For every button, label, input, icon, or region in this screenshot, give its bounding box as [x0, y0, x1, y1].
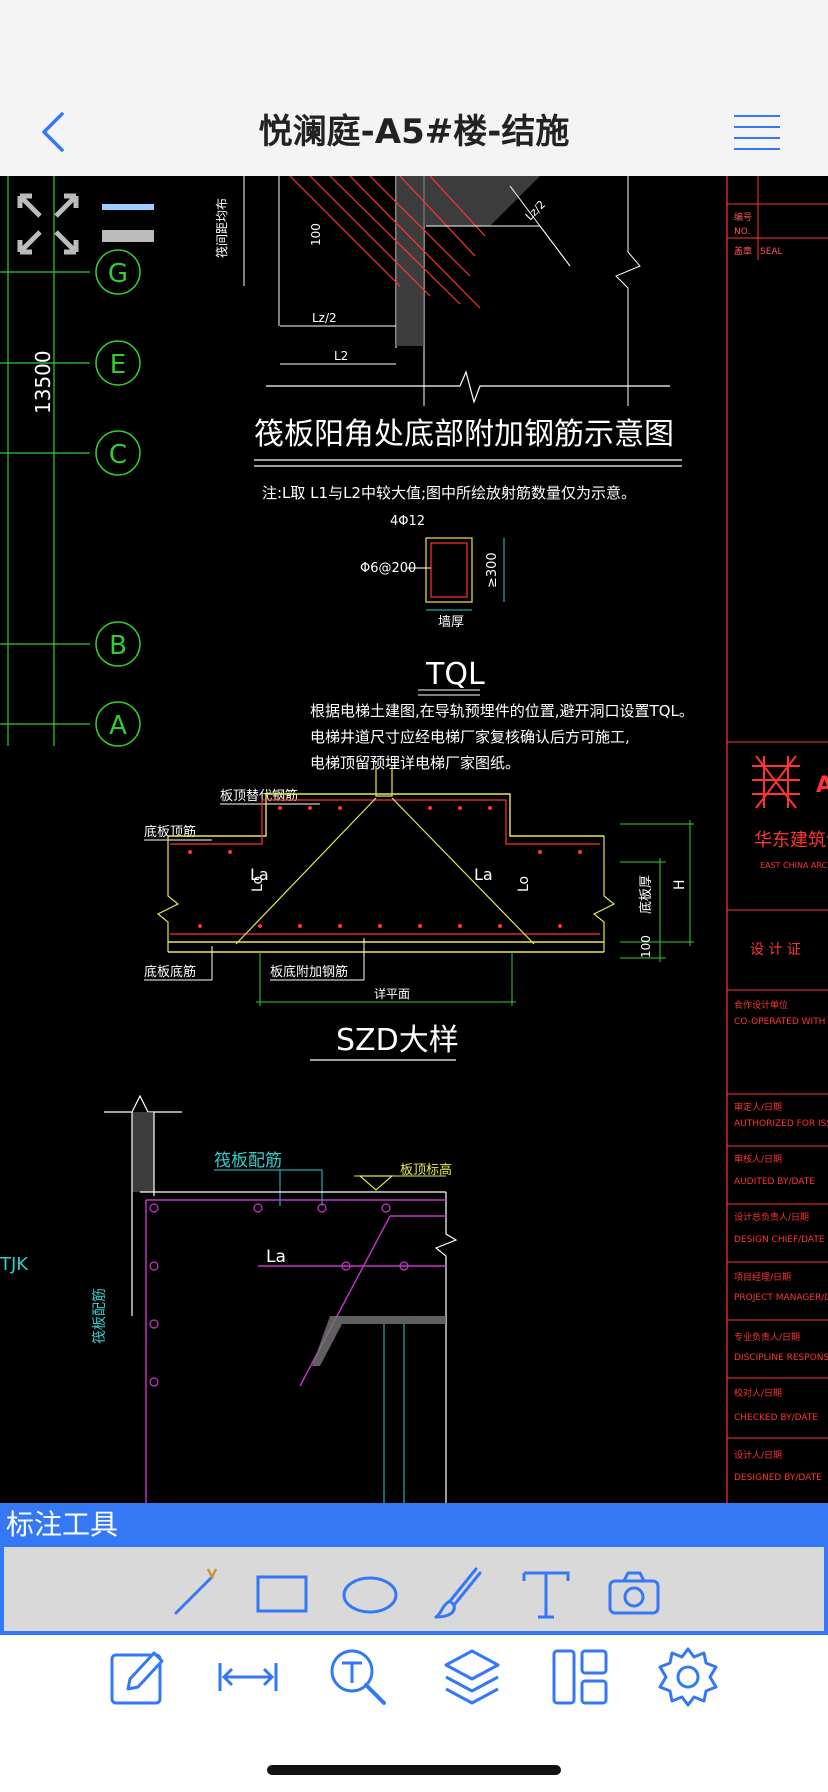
szd-lo-right: Lo	[516, 876, 532, 892]
tql-stirrup: Φ6@200	[360, 561, 416, 576]
axis-bubble-g: G	[95, 249, 141, 295]
dim-100-label: 100	[309, 223, 323, 246]
annotation-tools-bar	[4, 1547, 824, 1631]
back-chevron-icon[interactable]	[34, 108, 74, 156]
navigation-bar: 悦澜庭-A5#楼-结施	[0, 0, 828, 177]
szd-bottom-bottom-label: 底板底筋	[144, 964, 196, 980]
szd-pit-label: 详平面	[374, 986, 410, 1001]
tb-check: CHECKED BY/DATE	[734, 1413, 818, 1423]
tql-top-rebar: 4Φ12	[390, 514, 425, 529]
text-tool-icon[interactable]	[516, 1561, 576, 1621]
ellipse-tool-icon[interactable]	[340, 1561, 400, 1621]
tql-detail: 4Φ12 Φ6@200 ≥300 墙厚 TQL 根据电梯土建图,在导轨预埋件的位…	[310, 514, 694, 772]
tb-chief-cn: 设计总负责人/日期	[734, 1211, 809, 1223]
szd-title: SZD大样	[336, 1023, 459, 1058]
szd-add-rebar-label: 板底附加钢筋	[270, 964, 348, 980]
axis-bubble-a: A	[95, 701, 141, 747]
raft-la-label: La	[266, 1247, 286, 1267]
tb-disc-cn: 专业负责人/日期	[734, 1331, 800, 1343]
layout-icon[interactable]	[548, 1645, 612, 1709]
axis-grid	[0, 176, 90, 746]
settings-gear-icon[interactable]	[656, 1645, 720, 1709]
tql-note-1: 根据电梯土建图,在导轨预埋件的位置,避开洞口设置TQL。	[310, 702, 694, 720]
tb-check-cn: 校对人/日期	[734, 1387, 782, 1399]
szd-h-label: H	[672, 879, 688, 890]
raft-top-elev-label: 板顶标高	[400, 1162, 452, 1178]
text-search-icon[interactable]	[326, 1645, 390, 1709]
szd-detail: 板顶替代钢筋 底板顶筋 La La Lo Lo	[144, 766, 694, 1061]
brush-tool-icon[interactable]	[428, 1561, 488, 1621]
rectangle-tool-icon[interactable]	[252, 1561, 312, 1621]
dimension-13500: 13500	[31, 350, 55, 414]
tb-pm-cn: 项目经理/日期	[734, 1271, 791, 1283]
tb-company-name: 华东建筑设	[754, 830, 828, 851]
tb-auth-cn: 审定人/日期	[734, 1101, 782, 1113]
view-toggle-icon[interactable]	[102, 204, 154, 242]
axis-label-b: B	[109, 631, 127, 661]
tb-seal: SEAL	[760, 247, 783, 257]
axis-label-c: C	[109, 440, 127, 470]
tjk-label: TJK	[0, 1254, 29, 1275]
tb-design-cn: 设计人/日期	[734, 1449, 782, 1461]
title-block: 编号 NO. 盖章 SEAL A 华东建筑设 EAST CHINA ARC 设 …	[726, 176, 828, 1503]
tb-no-cn: 编号	[734, 211, 752, 223]
axis-label-e: E	[110, 350, 126, 380]
edit-icon[interactable]	[106, 1645, 170, 1709]
tb-company-en: EAST CHINA ARC	[760, 861, 828, 870]
svg-text:A: A	[816, 773, 828, 798]
menu-icon[interactable]	[732, 112, 782, 152]
measure-icon[interactable]	[216, 1645, 280, 1709]
raft-rebar-label: 筏板配筋	[214, 1151, 282, 1171]
szd-la-left: La	[250, 865, 269, 884]
tb-auth: AUTHORIZED FOR ISSUE B	[734, 1119, 828, 1129]
tb-pm: PROJECT MANAGER/DATE	[734, 1293, 828, 1303]
annotation-tools-header: 标注工具	[0, 1503, 828, 1547]
tb-no: NO.	[734, 227, 750, 237]
raft-detail: 筏板配筋 板顶标高 La 筏板配筋 TJK	[0, 1094, 458, 1503]
tb-cert: 设 计 证	[750, 942, 801, 958]
tql-wall-label: 墙厚	[438, 615, 464, 630]
axis-bubble-b: B	[95, 621, 141, 667]
axis-bubble-e: E	[95, 340, 141, 386]
szd-bottom-top-label: 底板顶筋	[144, 824, 196, 840]
fullscreen-icon[interactable]	[17, 193, 79, 255]
camera-tool-icon[interactable]	[604, 1561, 664, 1621]
tb-audit: AUDITED BY/DATE	[734, 1177, 815, 1187]
cad-drawing-canvas[interactable]: G E C B A 13500	[0, 176, 828, 1503]
page-title: 悦澜庭-A5#楼-结施	[258, 112, 570, 152]
annotation-tools-panel	[0, 1547, 828, 1635]
tb-design: DESIGNED BY/DATE	[734, 1473, 822, 1483]
szd-lo-left: Lo	[250, 876, 266, 892]
tb-coop-cn: 合作设计单位	[734, 999, 788, 1011]
szd-la-right: La	[474, 865, 493, 884]
lz-dim-angled: Lz/2	[523, 198, 548, 223]
tql-note-2: 电梯井道尺寸应经电梯厂家复核确认后方可施工,	[310, 728, 630, 746]
tb-coop: CO-OPERATED WITH	[734, 1017, 825, 1027]
szd-100-label: 100	[639, 935, 653, 958]
company-logo: A	[752, 755, 828, 809]
layers-icon[interactable]	[440, 1645, 504, 1709]
tb-audit-cn: 审核人/日期	[734, 1153, 782, 1165]
tb-chief: DESIGN CHIEF/DATE	[734, 1235, 825, 1245]
line-tool-icon[interactable]	[166, 1561, 226, 1621]
corner-detail: 筏间距均布 100 Lz/2 Lz/2	[215, 176, 670, 406]
tb-disc: DISCIPLINE RESPONSIBLE	[734, 1353, 828, 1363]
axis-label-g: G	[108, 259, 128, 289]
tql-note-3: 电梯顶留预埋详电梯厂家图纸。	[310, 754, 520, 772]
side-spacing-label: 筏间距均布	[215, 198, 229, 258]
tql-depth-dim: ≥300	[485, 552, 500, 588]
szd-thickness-label: 底板厚	[638, 875, 654, 914]
lz2-label: Lz/2	[312, 311, 337, 325]
home-indicator	[267, 1765, 561, 1775]
raft-side-rebar-label: 筏板配筋	[91, 1288, 108, 1344]
l2-label: L2	[334, 349, 348, 363]
axis-bubble-c: C	[95, 430, 141, 476]
corner-detail-note: 注:L取 L1与L2中较大值;图中所绘放射筋数量仅为示意。	[262, 484, 636, 502]
annotation-tools-title: 标注工具	[6, 1508, 119, 1541]
szd-top-rebar-label: 板顶替代钢筋	[220, 788, 298, 804]
axis-label-a: A	[109, 711, 127, 741]
tb-seal-cn: 盖章	[734, 245, 752, 257]
corner-detail-title: 筏板阳角处底部附加钢筋示意图	[254, 417, 674, 452]
tql-title: TQL	[425, 657, 485, 692]
